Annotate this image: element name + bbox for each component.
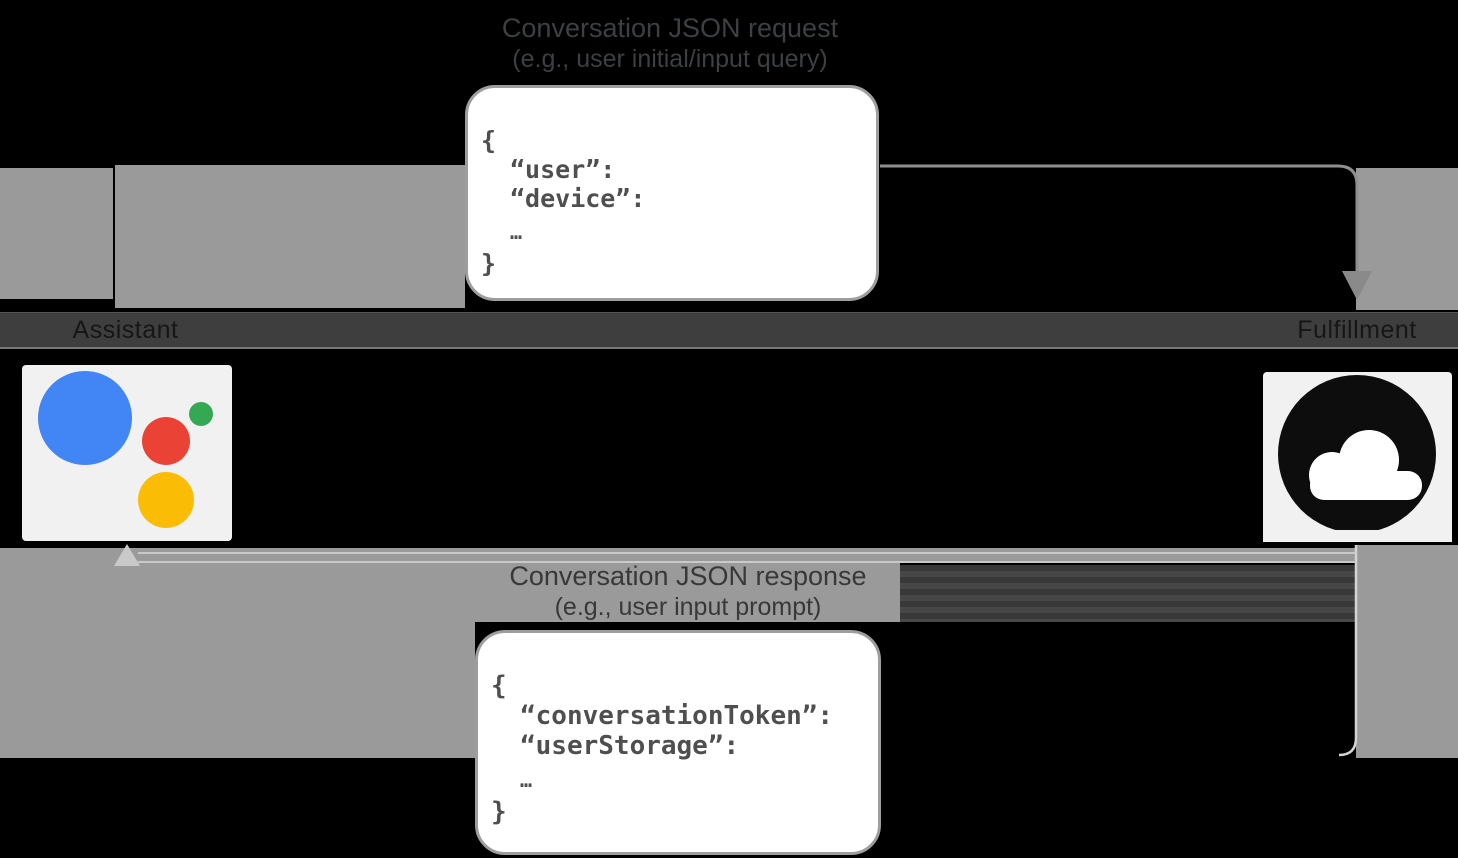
google-assistant-logo-icon	[22, 365, 232, 541]
request-arrow-band-right	[1356, 168, 1458, 310]
entity-label-band: Assistant Fulfillment	[0, 312, 1458, 349]
json-open-brace: {	[481, 126, 497, 155]
request-title-line2: (e.g., user initial/input query)	[512, 45, 828, 73]
json-close-brace: }	[481, 249, 497, 278]
json-key-conversation-token: “conversationToken”:	[520, 701, 834, 731]
response-flow-title: Conversation JSON response (e.g., user i…	[463, 560, 913, 622]
json-ellipsis: …	[520, 768, 533, 792]
request-title-line1: Conversation JSON request	[501, 13, 839, 43]
json-open-brace: {	[491, 671, 507, 701]
json-ellipsis: …	[510, 220, 523, 244]
response-arrow-band-right	[1356, 545, 1458, 758]
request-arrow-band	[115, 165, 465, 308]
request-arrow-band-left	[0, 168, 113, 299]
request-arrow-shaft	[880, 164, 1359, 272]
cloud-glyph	[1263, 375, 1452, 542]
fulfillment-label: Fulfillment	[1297, 316, 1417, 344]
json-key-user-storage: “userStorage”:	[520, 731, 740, 761]
fulfillment-cloud-icon	[1263, 372, 1452, 542]
json-close-brace: }	[491, 797, 507, 827]
assistant-logo-glyph	[38, 371, 213, 528]
response-arrow-band-left	[0, 548, 475, 758]
request-payload-box: { “user”: “device”: … }	[465, 85, 879, 301]
response-title-line2: (e.g., user input prompt)	[554, 593, 822, 621]
response-arrow-band-top-edge	[475, 548, 1356, 563]
request-flow-title: Conversation JSON request (e.g., user in…	[400, 12, 940, 74]
response-band-striped-strip	[900, 565, 1356, 622]
response-title-line1: Conversation JSON response	[509, 561, 867, 591]
assistant-label: Assistant	[72, 316, 179, 344]
response-title-backdrop	[475, 563, 900, 622]
json-key-device: “device”:	[510, 184, 646, 213]
json-key-user: “user”:	[510, 155, 616, 184]
response-payload-box: { “conversationToken”: “userStorage”: … …	[475, 630, 881, 855]
